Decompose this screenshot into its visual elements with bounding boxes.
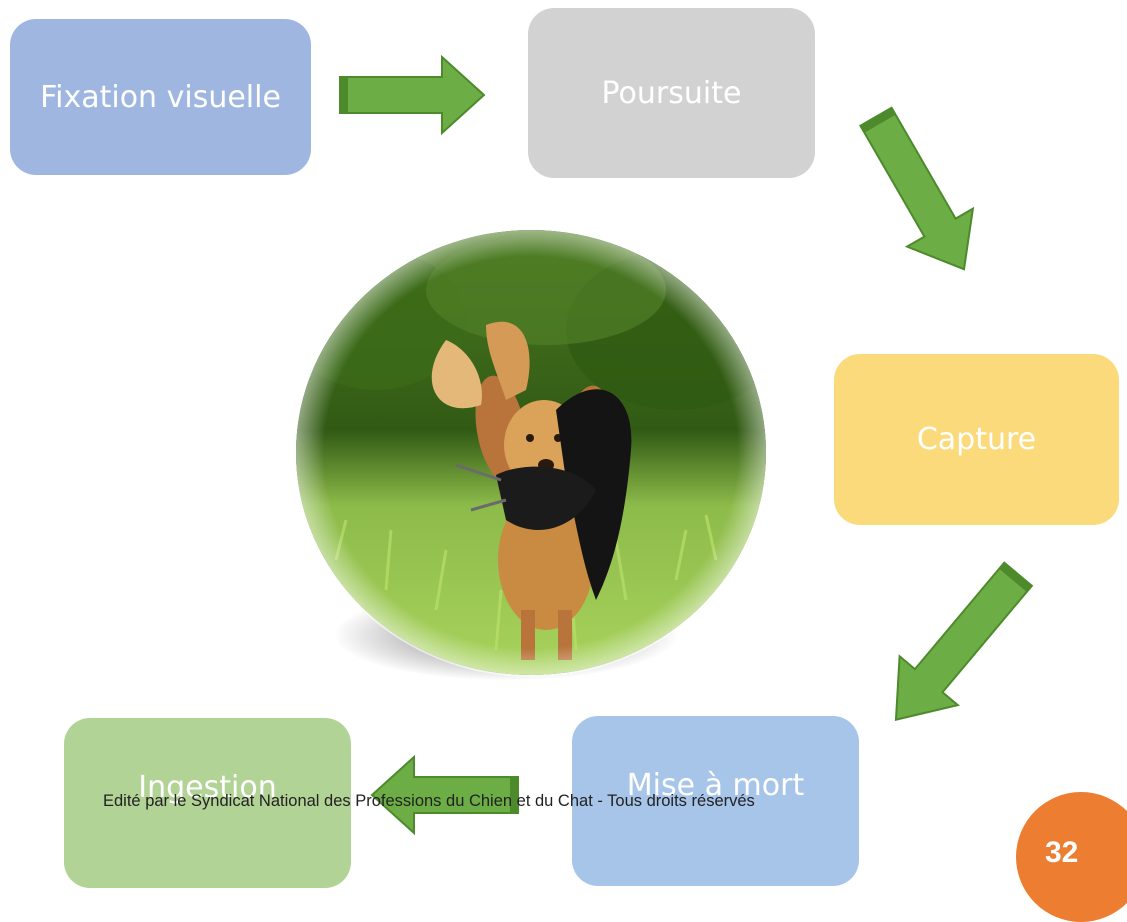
arrow-left-icon	[370, 754, 519, 836]
step-mise-a-mort: Mise à mort	[572, 716, 859, 886]
arrow-down-left-icon	[894, 561, 1034, 722]
dog-photo-frame	[296, 230, 766, 680]
dog-carrying-bird-photo	[296, 230, 766, 675]
step-capture: Capture	[834, 354, 1119, 525]
hunting-sequence-diagram: Fixation visuelle Poursuite Capture Mise…	[10, 8, 1127, 922]
step-label: Mise à mort	[626, 767, 805, 803]
step-poursuite: Poursuite	[528, 8, 815, 178]
step-fixation-visuelle: Fixation visuelle	[10, 19, 311, 175]
footer-copyright: Edité par le Syndicat National des Profe…	[103, 792, 755, 810]
arrow-right-icon	[339, 54, 486, 136]
step-label: Fixation visuelle	[40, 79, 281, 115]
step-label: Capture	[916, 422, 1037, 457]
step-label: Ingestion	[138, 769, 277, 805]
page-number: 32	[1045, 836, 1079, 869]
step-ingestion: Ingestion	[64, 718, 351, 888]
step-label: Poursuite	[601, 75, 742, 111]
arrow-down-right-icon	[859, 106, 975, 271]
